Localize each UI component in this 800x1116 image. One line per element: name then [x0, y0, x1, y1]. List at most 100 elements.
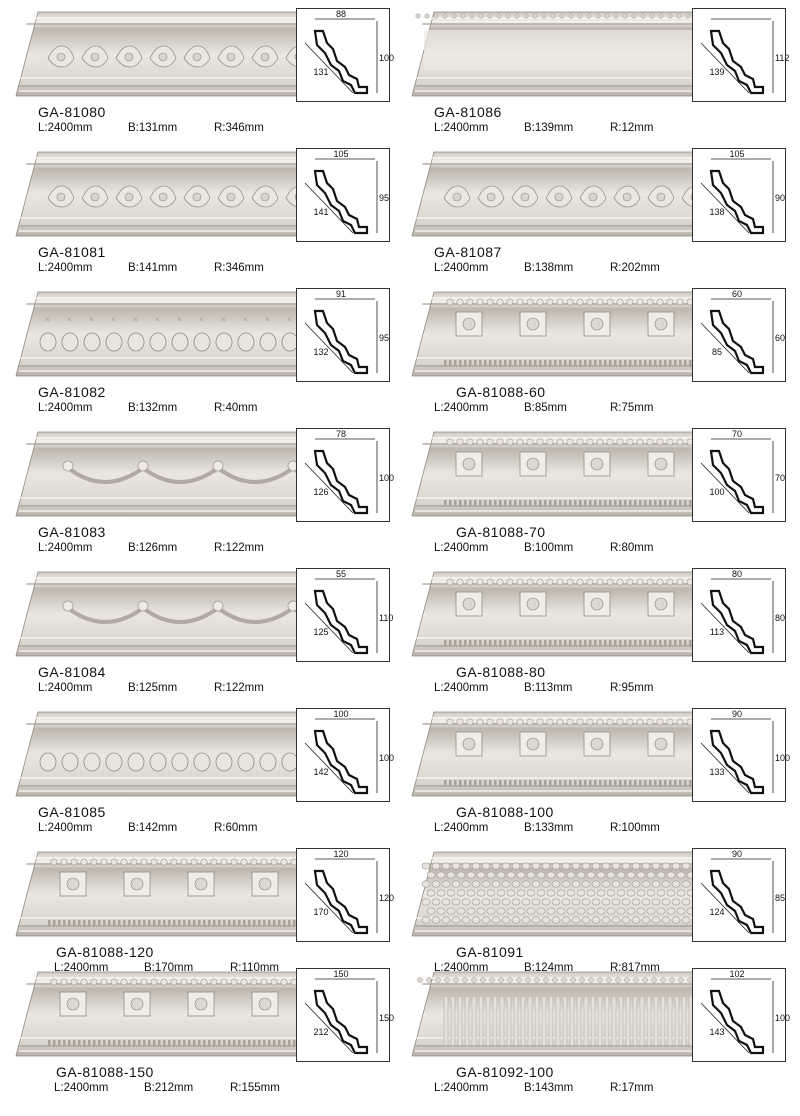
product-code: GA-81087 — [434, 244, 502, 260]
molding-photo — [404, 8, 695, 100]
profile-dimension-top: 105 — [729, 149, 744, 159]
profile-dimension-side: 80 — [775, 613, 785, 623]
profile-dimension-diag: 125 — [313, 627, 328, 637]
spec-r: R:122mm — [214, 682, 264, 694]
profile-dimension-diag: 132 — [313, 347, 328, 357]
spec-b: B:143mm — [524, 1082, 574, 1094]
spec-length: L:2400mm — [434, 402, 489, 414]
spec-r: R:155mm — [230, 1082, 280, 1094]
molding-photo — [404, 708, 695, 800]
spec-length: L:2400mm — [434, 962, 489, 974]
svg-text:×: × — [287, 315, 292, 324]
profile-dimension-diag: 100 — [709, 487, 724, 497]
spec-r: R:202mm — [610, 262, 660, 274]
spec-b: B:133mm — [524, 822, 574, 834]
spec-b: B:132mm — [128, 402, 178, 414]
spec-length: L:2400mm — [38, 402, 93, 414]
product-code: GA-81091 — [456, 944, 524, 960]
profile-dimension-side: 100 — [379, 53, 394, 63]
spec-r: R:17mm — [610, 1082, 654, 1094]
profile-dimension-diag: 126 — [313, 487, 328, 497]
molding-photo — [8, 8, 313, 100]
profile-dimension-top: 150 — [333, 969, 348, 979]
spec-b: B:212mm — [144, 1082, 194, 1094]
svg-text:×: × — [133, 315, 138, 324]
product-code: GA-81088-60 — [456, 384, 546, 400]
svg-text:×: × — [45, 315, 50, 324]
profile-dimension-side: 90 — [775, 193, 785, 203]
spec-length: L:2400mm — [434, 822, 489, 834]
profile-dimension-side: 100 — [775, 753, 790, 763]
spec-b: B:124mm — [524, 962, 574, 974]
spec-length: L:2400mm — [434, 682, 489, 694]
profile-dimension-side: 100 — [775, 1013, 790, 1023]
profile-dimension-diag: 170 — [313, 907, 328, 917]
spec-length: L:2400mm — [434, 1082, 489, 1094]
spec-length: L:2400mm — [38, 542, 93, 554]
spec-b: B:170mm — [144, 962, 194, 974]
svg-text:×: × — [243, 315, 248, 324]
spec-r: R:75mm — [610, 402, 654, 414]
profile-dimension-side: 100 — [379, 753, 394, 763]
spec-b: B:113mm — [524, 682, 573, 694]
spec-r: R:346mm — [214, 262, 264, 274]
spec-length: L:2400mm — [38, 122, 93, 134]
profile-dimension-diag: 113 — [710, 627, 724, 637]
profile-dimension-side: 110 — [379, 613, 393, 623]
profile-dimension-diag: 143 — [709, 1027, 724, 1037]
molding-photo — [404, 848, 696, 940]
spec-b: B:141mm — [128, 262, 178, 274]
profile-dimension-top: 102 — [729, 969, 744, 979]
molding-photo — [8, 708, 299, 800]
profile-dimension-side: 112 — [775, 53, 789, 63]
spec-r: R:100mm — [610, 822, 660, 834]
profile-dimension-side: 150 — [379, 1013, 394, 1023]
svg-text:×: × — [155, 315, 160, 324]
svg-text:×: × — [177, 315, 182, 324]
molding-photo — [404, 968, 695, 1060]
product-code: GA-81092-100 — [456, 1064, 554, 1080]
spec-b: B:139mm — [524, 122, 574, 134]
spec-r: R:346mm — [214, 122, 264, 134]
spec-b: B:142mm — [128, 822, 178, 834]
product-code: GA-81088-80 — [456, 664, 546, 680]
molding-photo: ×××××××××××× — [8, 288, 299, 380]
product-code: GA-81088-120 — [56, 944, 154, 960]
profile-dimension-top: 100 — [333, 709, 348, 719]
profile-dimension-top: 55 — [336, 569, 346, 579]
profile-dimension-side: 95 — [379, 193, 389, 203]
svg-text:×: × — [67, 315, 72, 324]
svg-text:×: × — [221, 315, 226, 324]
molding-photo — [8, 968, 299, 1060]
spec-length: L:2400mm — [434, 122, 489, 134]
profile-dimension-diag: 133 — [709, 767, 724, 777]
spec-b: B:126mm — [128, 542, 178, 554]
spec-b: B:85mm — [524, 402, 567, 414]
spec-r: R:122mm — [214, 542, 264, 554]
molding-photo — [8, 848, 299, 940]
profile-dimension-diag: 124 — [709, 907, 724, 917]
spec-length: L:2400mm — [38, 262, 93, 274]
spec-length: L:2400mm — [38, 682, 93, 694]
product-code: GA-81084 — [38, 664, 106, 680]
